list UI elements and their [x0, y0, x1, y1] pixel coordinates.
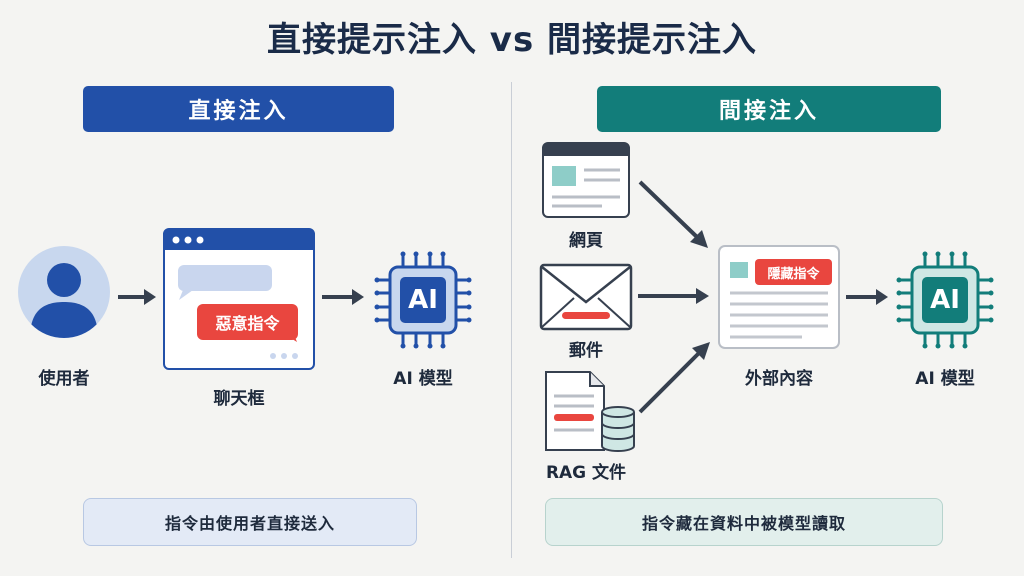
arrow-webpage-to-content	[632, 176, 718, 266]
source-label-rag: RAG 文件	[545, 463, 627, 483]
model-label: AI 模型	[915, 369, 975, 389]
arrow-user-to-chat	[118, 287, 158, 307]
malicious-instruction-tag: 惡意指令	[197, 304, 298, 340]
indirect-caption: 指令藏在資料中被模型讀取	[545, 498, 943, 546]
direct-injection-banner: 直接注入	[83, 86, 394, 132]
indirect-injection-banner: 間接注入	[597, 86, 941, 132]
arrow-chat-to-model	[322, 287, 366, 307]
ai-chip-text: AI	[930, 285, 960, 315]
arrow-rag-to-content	[632, 326, 718, 418]
ai-chip-icon	[895, 250, 995, 350]
user-label: 使用者	[38, 369, 90, 389]
source-label-email: 郵件	[569, 341, 603, 361]
document-database-icon	[544, 370, 636, 452]
source-label-webpage: 網頁	[569, 231, 603, 251]
arrow-content-to-model	[846, 287, 890, 307]
chat-window	[163, 228, 315, 370]
webpage-icon	[542, 142, 630, 218]
ai-chip-text: AI	[408, 285, 438, 315]
page-title: 直接提示注入 vs 間接提示注入	[266, 20, 758, 60]
arrow-email-to-content	[638, 286, 712, 306]
external-content-label: 外部內容	[745, 369, 813, 389]
hidden-instruction-tag: 隱藏指令	[755, 259, 832, 285]
model-label: AI 模型	[393, 369, 453, 389]
chat-label: 聊天框	[213, 389, 265, 409]
section-divider	[511, 82, 512, 558]
ai-chip-icon	[373, 250, 473, 350]
user-icon	[18, 246, 110, 338]
email-icon	[539, 263, 633, 331]
direct-caption: 指令由使用者直接送入	[83, 498, 417, 546]
